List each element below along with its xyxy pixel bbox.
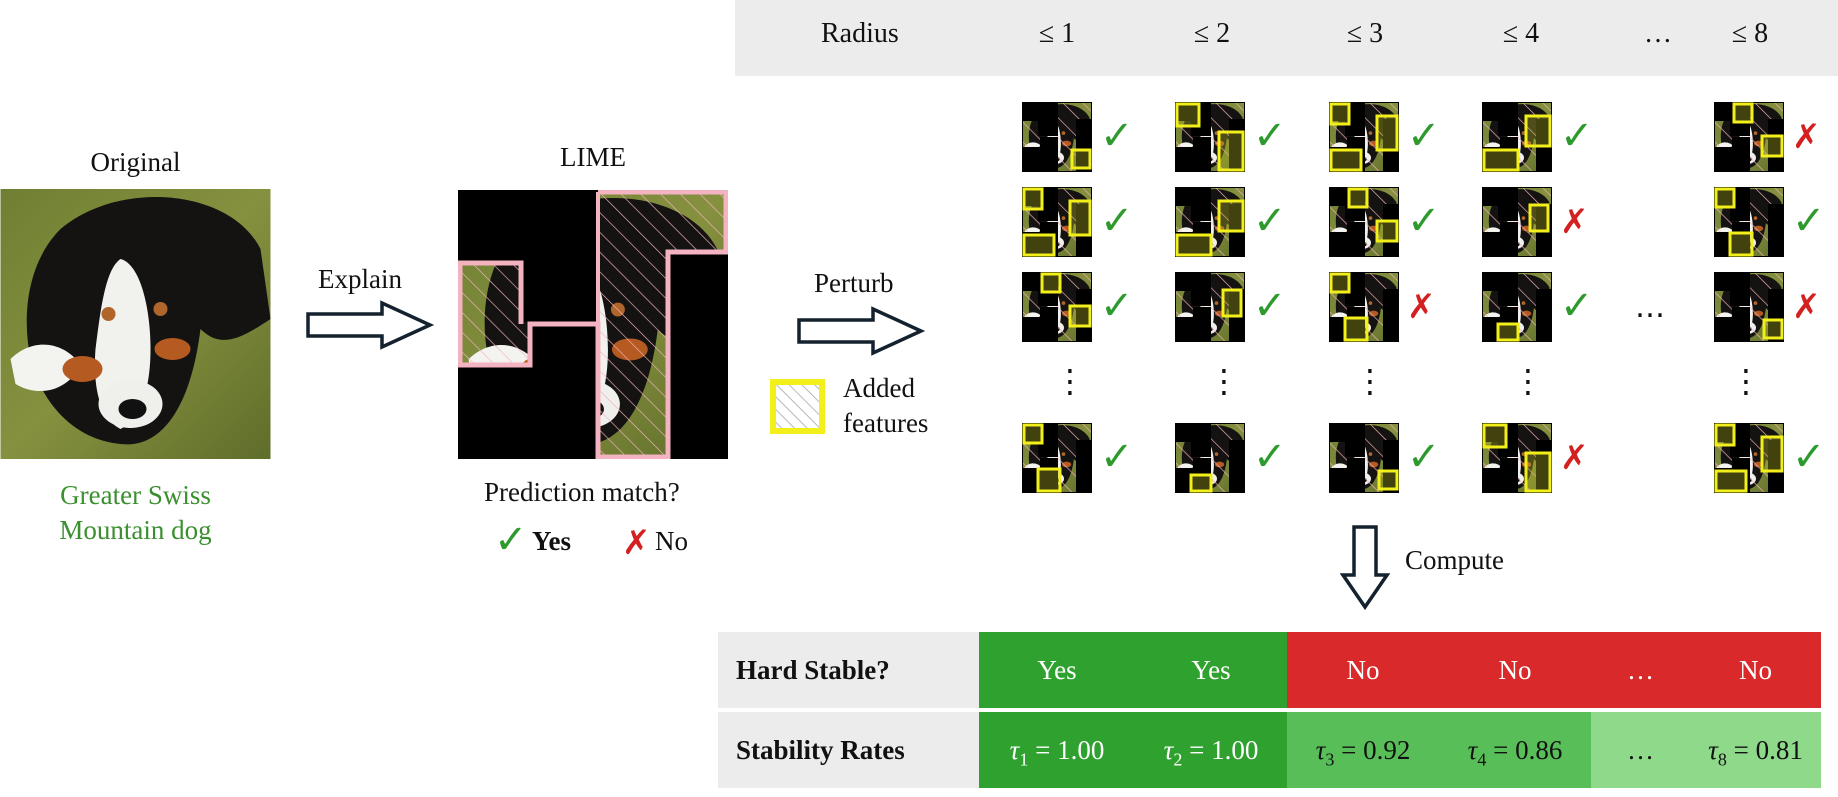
radius-col-2: ≤ 2 — [1193, 18, 1231, 49]
perturbed-thumbnail — [1329, 423, 1399, 493]
perturbed-thumbnail — [1175, 272, 1245, 342]
check-icon: ✓ — [1407, 198, 1441, 244]
perturbed-thumbnail — [1329, 187, 1399, 257]
stability-rate-cell: τ2 = 1.00 — [1135, 712, 1287, 788]
perturbed-thumbnail — [1329, 102, 1399, 172]
lime-title: LIME — [560, 142, 626, 172]
radius-header: Radius ≤ 1 ≤ 2 ≤ 3 ≤ 4 … ≤ 8 — [735, 0, 1838, 76]
added-features-swatch-icon — [770, 379, 825, 434]
check-icon: ✓ — [1792, 434, 1826, 480]
perturbed-thumbnail — [1022, 187, 1092, 257]
check-icon: ✓ — [1100, 434, 1134, 480]
legend-line2: features — [843, 408, 929, 438]
check-icon: ✓ — [1253, 434, 1287, 480]
stability-rate-cell: … — [1591, 712, 1690, 788]
check-icon: ✓ — [1253, 283, 1287, 329]
hard-stable-cell: No — [1439, 632, 1591, 708]
vertical-dots-2: ⋮ — [1208, 362, 1240, 400]
check-icon: ✓ — [1253, 198, 1287, 244]
perturbed-thumbnail — [1482, 187, 1552, 257]
stability-rate-cell: τ4 = 0.86 — [1439, 712, 1591, 788]
perturbed-thumbnail — [1022, 102, 1092, 172]
radius-col-1: ≤ 1 — [1038, 18, 1076, 49]
cross-icon: ✗ — [1560, 438, 1589, 478]
cross-icon: ✗ — [1792, 287, 1821, 327]
perturbed-thumbnail — [1714, 423, 1784, 493]
compute-arrow-icon — [1340, 525, 1390, 611]
perturb-arrow-icon — [797, 306, 926, 356]
horizontal-dots: … — [1635, 290, 1665, 325]
vertical-dots-4: ⋮ — [1512, 362, 1544, 400]
check-icon: ✓ — [1560, 283, 1594, 329]
perturbed-thumbnail — [1714, 187, 1784, 257]
perturb-label: Perturb — [814, 268, 894, 298]
radius-label: Radius — [821, 18, 899, 49]
perturbed-thumbnail — [1175, 187, 1245, 257]
perturbed-thumbnail — [1482, 102, 1552, 172]
check-icon: ✓ — [494, 517, 528, 563]
radius-col-ellipsis: … — [1644, 18, 1672, 49]
no-legend: No — [655, 526, 688, 556]
lime-explanation-image — [458, 190, 728, 459]
stability-rates-row-label: Stability Rates — [718, 712, 979, 788]
perturbed-thumbnail — [1714, 102, 1784, 172]
check-icon: ✓ — [1560, 113, 1594, 159]
compute-label: Compute — [1405, 545, 1504, 575]
original-title: Original — [90, 147, 181, 177]
hard-stable-cell: … — [1591, 632, 1690, 708]
check-icon: ✓ — [1100, 113, 1134, 159]
hard-stable-cell: No — [1287, 632, 1439, 708]
perturbed-thumbnail — [1022, 272, 1092, 342]
radius-col-8: ≤ 8 — [1731, 18, 1769, 49]
hard-stable-cell: Yes — [979, 632, 1135, 708]
perturbed-thumbnail — [1482, 272, 1552, 342]
hard-stable-cell: No — [1690, 632, 1821, 708]
cross-icon: ✗ — [1560, 202, 1589, 242]
perturbed-thumbnail — [1714, 272, 1784, 342]
stability-rate-cell: τ1 = 1.00 — [979, 712, 1135, 788]
stability-rate-cell: τ8 = 0.81 — [1690, 712, 1821, 788]
check-icon: ✓ — [1792, 198, 1826, 244]
radius-col-4: ≤ 4 — [1502, 18, 1540, 49]
hard-stable-row-label: Hard Stable? — [718, 632, 979, 708]
cross-icon: ✗ — [622, 523, 651, 563]
explain-arrow-icon — [306, 300, 435, 350]
perturbed-thumbnail — [1022, 423, 1092, 493]
perturbed-thumbnail — [1175, 423, 1245, 493]
check-icon: ✓ — [1100, 283, 1134, 329]
class-label-line2: Mountain dog — [59, 515, 212, 545]
vertical-dots-5: ⋮ — [1730, 362, 1762, 400]
prediction-question: Prediction match? — [484, 477, 680, 507]
check-icon: ✓ — [1253, 113, 1287, 159]
perturbed-thumbnail — [1329, 272, 1399, 342]
check-icon: ✓ — [1407, 434, 1441, 480]
cross-icon: ✗ — [1792, 117, 1821, 157]
hard-stable-cell: Yes — [1135, 632, 1287, 708]
class-label-line1: Greater Swiss — [60, 480, 211, 510]
vertical-dots-1: ⋮ — [1054, 362, 1086, 400]
perturbed-thumbnail — [1482, 423, 1552, 493]
cross-icon: ✗ — [1407, 287, 1436, 327]
explain-label: Explain — [318, 264, 402, 294]
check-icon: ✓ — [1100, 198, 1134, 244]
check-icon: ✓ — [1407, 113, 1441, 159]
stability-rate-cell: τ3 = 0.92 — [1287, 712, 1439, 788]
perturbed-thumbnail — [1175, 102, 1245, 172]
radius-col-3: ≤ 3 — [1346, 18, 1384, 49]
vertical-dots-3: ⋮ — [1354, 362, 1386, 400]
yes-legend: Yes — [532, 526, 571, 556]
legend-line1: Added — [843, 373, 915, 403]
